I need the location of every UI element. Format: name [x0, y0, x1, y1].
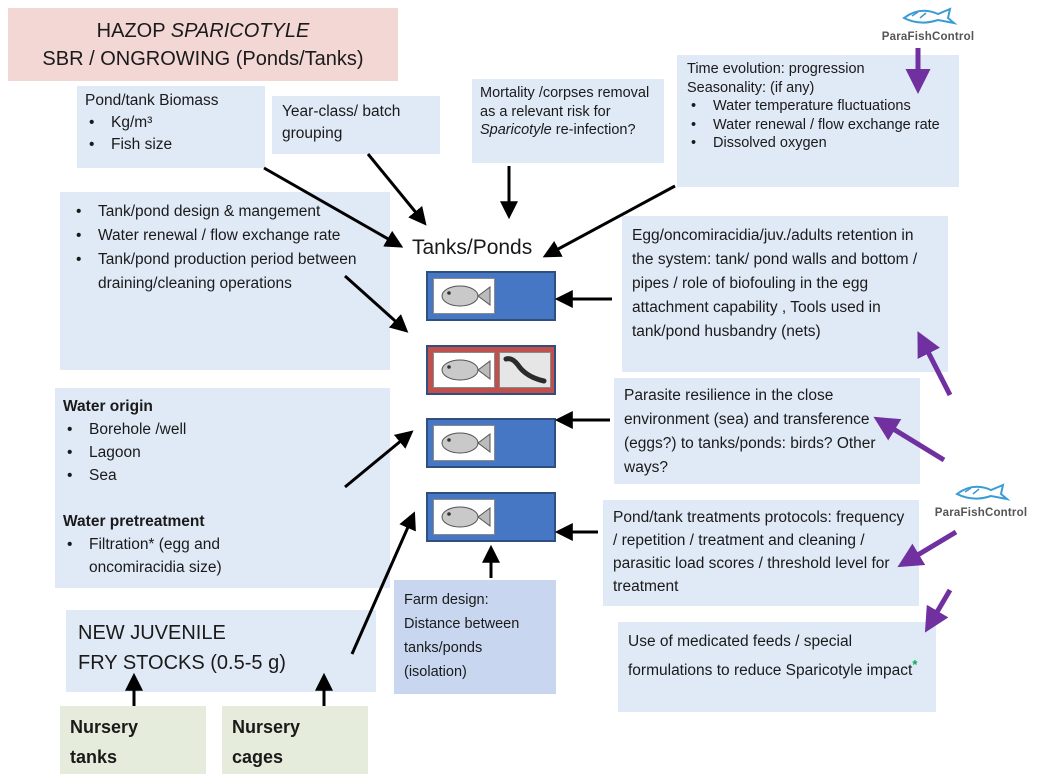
- mortality-box: Mortality /corpses removal as a relevant…: [472, 79, 664, 163]
- yearclass-box: Year-class/ batch grouping: [272, 96, 440, 154]
- water-origin-item: Borehole /well: [67, 418, 382, 441]
- tank-4: [426, 492, 556, 542]
- water-origin-item: Sea: [67, 464, 382, 487]
- parasite-resilience-box: Parasite resilience in the close environ…: [614, 378, 920, 484]
- time-line1: Time evolution: progression: [687, 61, 865, 77]
- arrow-time: [542, 184, 676, 258]
- arrow-biomass: [263, 166, 404, 248]
- fish-logo-icon: [955, 483, 1011, 501]
- logo-text-top: ParaFishControl: [881, 31, 975, 43]
- fish-logo-icon: [902, 7, 958, 25]
- purple-arrow-medicated: [924, 588, 953, 633]
- title-italic: SPARICOTYLE: [170, 20, 310, 42]
- juvenile-line2: FRY STOCKS (0.5-5 g): [78, 652, 286, 674]
- time-line2: Seasonality: (if any): [687, 79, 815, 96]
- purple-arrow-treatments: [897, 529, 958, 568]
- arrow-juvenile: [350, 511, 416, 655]
- arrow-water: [344, 430, 414, 489]
- water-pretreatment-heading: Water pretreatment: [63, 513, 205, 530]
- fish-image: [433, 499, 495, 535]
- biomass-box: Pond/tank Biomass Kg/m³ Fish size: [77, 86, 265, 168]
- fish-image: [433, 352, 495, 388]
- purple-arrow-egg: [917, 331, 953, 397]
- design-item: Tank/pond production period between drai…: [76, 248, 382, 296]
- nursery-cages-box: Nursery cages: [222, 706, 368, 774]
- green-star: *: [912, 657, 918, 672]
- time-item: Water temperature fluctuations: [691, 97, 949, 116]
- logo-text-right: ParaFishControl: [934, 507, 1028, 519]
- farm-text: Farm design: Distance between tanks/pond…: [404, 592, 520, 680]
- biomass-heading: Pond/tank Biomass: [85, 92, 219, 109]
- tanks-ponds-label: Tanks/Ponds: [412, 236, 533, 259]
- parasite-icon: [503, 356, 547, 384]
- medicated-feeds-box: Use of medicated feeds / special formula…: [618, 622, 936, 712]
- time-item: Dissolved oxygen: [691, 134, 949, 153]
- purple-arrow-resilience: [873, 416, 946, 463]
- biomass-item: Fish size: [89, 134, 257, 156]
- fish-icon: [441, 359, 491, 381]
- tank-2-infected: [426, 345, 556, 395]
- title-box: HAZOP SPARICOTYLE SBR / ONGROWING (Ponds…: [8, 8, 398, 81]
- farm-design-box: Farm design: Distance between tanks/pond…: [394, 580, 556, 694]
- title-line2: SBR / ONGROWING (Ponds/Tanks): [42, 48, 364, 70]
- fish-icon: [441, 432, 491, 454]
- nursery-tanks-box: Nursery tanks: [60, 706, 206, 774]
- water-origin-heading: Water origin: [63, 398, 153, 415]
- water-pretreatment-item: Filtration* (egg and oncomiracidia size): [67, 533, 292, 579]
- parasite-image: [499, 352, 551, 388]
- treatments-text: Pond/tank treatments protocols: frequenc…: [613, 509, 905, 595]
- fish-icon: [441, 506, 491, 528]
- arrow-yearclass: [366, 153, 427, 226]
- fish-image: [433, 278, 495, 314]
- egg-text: Egg/oncomiracidia/juv./adults retention …: [632, 227, 918, 340]
- water-origin-item: Lagoon: [67, 441, 382, 464]
- fish-image: [433, 425, 495, 461]
- design-item: Water renewal / flow exchange rate: [76, 224, 382, 248]
- yearclass-text: Year-class/ batch grouping: [282, 103, 401, 142]
- biomass-item: Kg/m³: [89, 112, 257, 134]
- design-item: Tank/pond design & mangement: [76, 200, 382, 224]
- treatments-box: Pond/tank treatments protocols: frequenc…: [603, 500, 919, 606]
- tank-design-box: Tank/pond design & mangement Water renew…: [60, 192, 390, 370]
- arrow-design: [343, 274, 409, 333]
- tank-1: [426, 271, 556, 321]
- mortality-italic: Sparicotyle: [480, 122, 552, 138]
- tank-3: [426, 418, 556, 468]
- title-line1: HAZOP SPARICOTYLE: [96, 20, 310, 42]
- time-item: Water renewal / flow exchange rate: [691, 116, 949, 135]
- water-origin-box: Water origin Borehole /well Lagoon Sea W…: [55, 388, 390, 588]
- medicated-text: Use of medicated feeds / special formula…: [628, 633, 913, 680]
- parafishcontrol-logo-top: ParaFishControl: [864, 6, 992, 43]
- juvenile-line1: NEW JUVENILE: [78, 622, 226, 644]
- fish-icon: [441, 285, 491, 307]
- egg-retention-box: Egg/oncomiracidia/juv./adults retention …: [622, 216, 948, 372]
- resilience-text: Parasite resilience in the close environ…: [624, 387, 876, 476]
- parafishcontrol-logo-right: ParaFishControl: [922, 482, 1038, 519]
